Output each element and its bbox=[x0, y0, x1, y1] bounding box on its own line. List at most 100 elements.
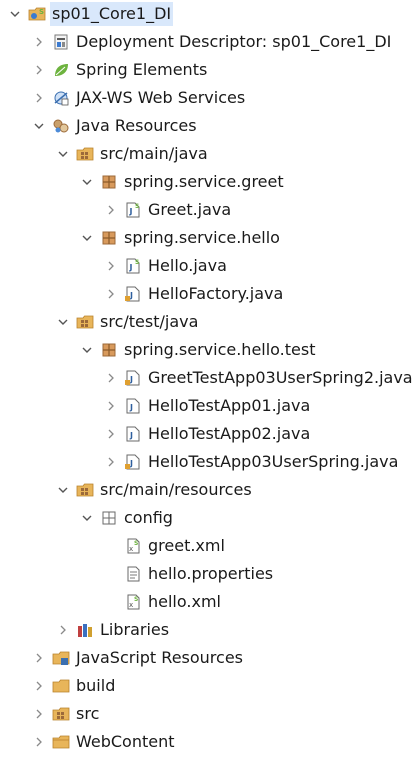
java-file-modified-icon: J bbox=[124, 285, 142, 303]
svg-text:J: J bbox=[129, 403, 133, 412]
chevron-right-icon[interactable] bbox=[32, 700, 46, 728]
tree-item-label: JavaScript Resources bbox=[76, 648, 243, 667]
chevron-right-icon[interactable] bbox=[32, 28, 46, 56]
tree-item[interactable]: Java Resources bbox=[0, 112, 420, 140]
java-file-modified-icon: J bbox=[124, 369, 142, 387]
tree-item[interactable]: J GreetTestApp03UserSpring2.java bbox=[0, 364, 420, 392]
web-project-icon: S bbox=[28, 5, 46, 23]
source-folder-icon bbox=[76, 481, 94, 499]
tree-item-label: Libraries bbox=[100, 620, 170, 639]
spring-leaf-icon bbox=[52, 61, 70, 79]
chevron-right-icon[interactable] bbox=[104, 448, 118, 476]
folder-icon bbox=[52, 677, 70, 695]
tree-item[interactable]: spring.service.hello bbox=[0, 224, 420, 252]
tree-item-label: greet.xml bbox=[148, 536, 225, 555]
tree-item[interactable]: spring.service.hello.test bbox=[0, 336, 420, 364]
chevron-right-icon[interactable] bbox=[32, 728, 46, 756]
tree-item[interactable]: spring.service.greet bbox=[0, 168, 420, 196]
tree-item-label: Hello.java bbox=[148, 256, 227, 275]
tree-item-label: GreetTestApp03UserSpring2.java bbox=[148, 368, 413, 387]
chevron-right-icon[interactable] bbox=[104, 420, 118, 448]
svg-text:S: S bbox=[134, 596, 138, 603]
tree-item-label: sp01_Core1_DI bbox=[50, 2, 174, 26]
svg-text:J: J bbox=[129, 375, 133, 384]
svg-text:J: J bbox=[129, 207, 133, 216]
tree-item[interactable]: src/main/java bbox=[0, 140, 420, 168]
svg-text:J: J bbox=[129, 291, 133, 300]
tree-item-label: hello.xml bbox=[148, 592, 221, 611]
tree-item-label: src/main/java bbox=[100, 144, 208, 163]
chevron-right-icon[interactable] bbox=[104, 280, 118, 308]
chevron-down-icon[interactable] bbox=[8, 0, 22, 28]
java-file-modified-icon: J bbox=[124, 453, 142, 471]
chevron-right-icon[interactable] bbox=[56, 616, 70, 644]
tree-item[interactable]: Spring Elements bbox=[0, 56, 420, 84]
properties-file-icon bbox=[124, 565, 142, 583]
chevron-down-icon[interactable] bbox=[80, 504, 94, 532]
tree-item-label: Greet.java bbox=[148, 200, 232, 219]
chevron-right-icon[interactable] bbox=[104, 196, 118, 224]
tree-item[interactable]: JAX-WS Web Services bbox=[0, 84, 420, 112]
tree-item-label: Deployment Descriptor: sp01_Core1_DI bbox=[76, 32, 392, 51]
libraries-icon bbox=[76, 621, 94, 639]
tree-item[interactable]: config bbox=[0, 504, 420, 532]
javascript-resources-icon bbox=[52, 649, 70, 667]
chevron-right-icon[interactable] bbox=[32, 84, 46, 112]
chevron-down-icon[interactable] bbox=[32, 112, 46, 140]
svg-text:x: x bbox=[129, 545, 133, 553]
tree-item-label: config bbox=[124, 508, 173, 527]
tree-item[interactable]: JavaScript Resources bbox=[0, 644, 420, 672]
tree-item[interactable]: src/main/resources bbox=[0, 476, 420, 504]
tree-item-label: Java Resources bbox=[76, 116, 197, 135]
chevron-right-icon[interactable] bbox=[32, 56, 46, 84]
chevron-down-icon[interactable] bbox=[56, 140, 70, 168]
chevron-down-icon[interactable] bbox=[80, 168, 94, 196]
chevron-right-icon[interactable] bbox=[104, 392, 118, 420]
web-folder-icon bbox=[52, 733, 70, 751]
tree-item[interactable]: Libraries bbox=[0, 616, 420, 644]
package-icon bbox=[100, 229, 118, 247]
folder-package-icon bbox=[100, 509, 118, 527]
tree-item[interactable]: src/test/java bbox=[0, 308, 420, 336]
chevron-down-icon[interactable] bbox=[80, 224, 94, 252]
tree-item[interactable]: src bbox=[0, 700, 420, 728]
chevron-right-icon[interactable] bbox=[32, 672, 46, 700]
svg-text:S: S bbox=[39, 8, 44, 16]
tree-item[interactable]: Deployment Descriptor: sp01_Core1_DI bbox=[0, 28, 420, 56]
chevron-right-icon[interactable] bbox=[104, 252, 118, 280]
chevron-down-icon[interactable] bbox=[80, 336, 94, 364]
tree-item[interactable]: build bbox=[0, 672, 420, 700]
web-services-icon bbox=[52, 89, 70, 107]
source-folder-icon bbox=[52, 705, 70, 723]
tree-item[interactable]: hello.properties bbox=[0, 560, 420, 588]
chevron-right-icon[interactable] bbox=[32, 644, 46, 672]
tree-item-label: spring.service.hello.test bbox=[124, 340, 316, 359]
svg-text:S: S bbox=[135, 259, 139, 266]
chevron-right-icon[interactable] bbox=[104, 364, 118, 392]
chevron-down-icon[interactable] bbox=[56, 308, 70, 336]
svg-text:J: J bbox=[129, 263, 133, 272]
svg-text:S: S bbox=[135, 203, 139, 210]
svg-text:S: S bbox=[134, 540, 138, 547]
tree-item-label: HelloTestApp02.java bbox=[148, 424, 311, 443]
tree-item-label: hello.properties bbox=[148, 564, 274, 583]
tree-item[interactable]: WebContent bbox=[0, 728, 420, 756]
chevron-down-icon[interactable] bbox=[56, 476, 70, 504]
java-file-icon: J bbox=[124, 397, 142, 415]
svg-text:J: J bbox=[129, 459, 133, 468]
chevron-right-icon bbox=[104, 532, 118, 560]
package-icon bbox=[100, 173, 118, 191]
